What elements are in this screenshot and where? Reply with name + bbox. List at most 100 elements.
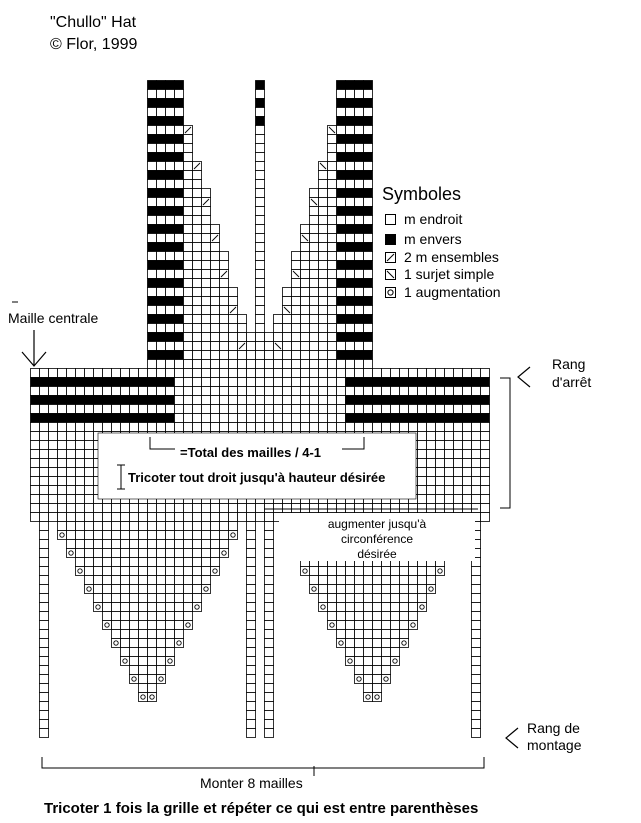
stitch-cell	[354, 323, 364, 333]
stitch-cell	[165, 242, 175, 252]
stitch-cell	[75, 449, 85, 459]
stitch-cell	[372, 593, 382, 603]
stitch-cell	[300, 503, 310, 513]
stitch-cell	[30, 476, 40, 486]
stitch-cell	[390, 602, 400, 612]
stitch-cell	[48, 485, 58, 495]
stitch-cell	[417, 575, 427, 585]
stitch-cell	[318, 251, 328, 261]
stitch-cell	[426, 467, 436, 477]
stitch-cell	[93, 413, 103, 423]
legend-item-purl: m envers	[385, 230, 462, 248]
stitch-cell	[219, 341, 229, 351]
stitch-cell	[408, 404, 418, 414]
stitch-cell	[156, 125, 166, 135]
stitch-cell	[363, 233, 373, 243]
stitch-cell	[156, 143, 166, 153]
stitch-cell	[120, 404, 130, 414]
stitch-cell	[318, 287, 328, 297]
stitch-cell	[120, 593, 130, 603]
stitch-cell	[444, 485, 454, 495]
stitch-cell	[183, 377, 193, 387]
stitch-cell	[147, 512, 157, 522]
stitch-cell	[138, 521, 148, 531]
stitch-cell	[255, 386, 265, 396]
stitch-cell	[156, 341, 166, 351]
stitch-cell	[174, 539, 184, 549]
stitch-cell	[417, 584, 427, 594]
stitch-cell	[192, 215, 202, 225]
stitch-cell	[174, 512, 184, 522]
stitch-cell	[363, 638, 373, 648]
stitch-cell	[156, 575, 166, 585]
stitch-cell	[444, 413, 454, 423]
stitch-cell	[165, 656, 175, 666]
stitch-cell	[372, 368, 382, 378]
stitch-cell	[471, 377, 481, 387]
stitch-cell	[48, 413, 58, 423]
stitch-cell	[39, 611, 49, 621]
increase-mark	[203, 586, 209, 592]
stitch-cell	[264, 629, 274, 639]
stitch-cell	[426, 566, 436, 576]
stitch-cell	[156, 152, 166, 162]
stitch-cell	[408, 368, 418, 378]
stitch-cell	[48, 512, 58, 522]
stitch-cell	[147, 80, 157, 90]
stitch-cell	[39, 503, 49, 513]
stitch-cell	[39, 368, 49, 378]
stitch-cell	[471, 620, 481, 630]
stitch-cell	[381, 593, 391, 603]
stitch-cell	[102, 620, 112, 630]
stitch-cell	[183, 242, 193, 252]
stitch-cell	[471, 404, 481, 414]
stitch-cell	[183, 152, 193, 162]
stitch-cell	[165, 647, 175, 657]
stitch-cell	[48, 503, 58, 513]
stitch-cell	[147, 395, 157, 405]
stitch-cell	[471, 683, 481, 693]
stitch-cell	[300, 278, 310, 288]
stitch-cell	[318, 260, 328, 270]
stitch-cell	[156, 332, 166, 342]
stitch-cell	[210, 359, 220, 369]
stitch-cell	[273, 368, 283, 378]
stitch-cell	[255, 377, 265, 387]
stitch-cell	[309, 287, 319, 297]
stitch-cell	[129, 584, 139, 594]
stitch-cell	[309, 188, 319, 198]
stitch-cell	[228, 386, 238, 396]
stitch-cell	[165, 107, 175, 117]
stitch-cell	[93, 395, 103, 405]
stitch-cell	[336, 404, 346, 414]
stitch-cell	[165, 179, 175, 189]
stitch-cell	[336, 269, 346, 279]
stitch-cell	[57, 503, 67, 513]
increase-mark	[374, 694, 380, 700]
stitch-cell	[192, 584, 202, 594]
stitch-cell	[84, 584, 94, 594]
stitch-cell	[417, 503, 427, 513]
stitch-cell	[228, 377, 238, 387]
stitch-cell	[192, 368, 202, 378]
stitch-cell	[111, 548, 121, 558]
stitch-cell	[318, 341, 328, 351]
stitch-cell	[183, 188, 193, 198]
stitch-cell	[399, 404, 409, 414]
stitch-cell	[246, 377, 256, 387]
stitch-cell	[309, 206, 319, 216]
stitch-cell	[174, 161, 184, 171]
stitch-cell	[165, 224, 175, 234]
stitch-cell	[165, 377, 175, 387]
stitch-cell	[273, 314, 283, 324]
stitch-cell	[336, 323, 346, 333]
stitch-cell	[381, 386, 391, 396]
stitch-cell	[30, 458, 40, 468]
stitch-cell	[318, 575, 328, 585]
stitch-cell	[165, 557, 175, 567]
stitch-cell	[111, 422, 121, 432]
stitch-cell	[363, 404, 373, 414]
stitch-cell	[174, 611, 184, 621]
stitch-cell	[219, 386, 229, 396]
stitch-cell	[210, 503, 220, 513]
